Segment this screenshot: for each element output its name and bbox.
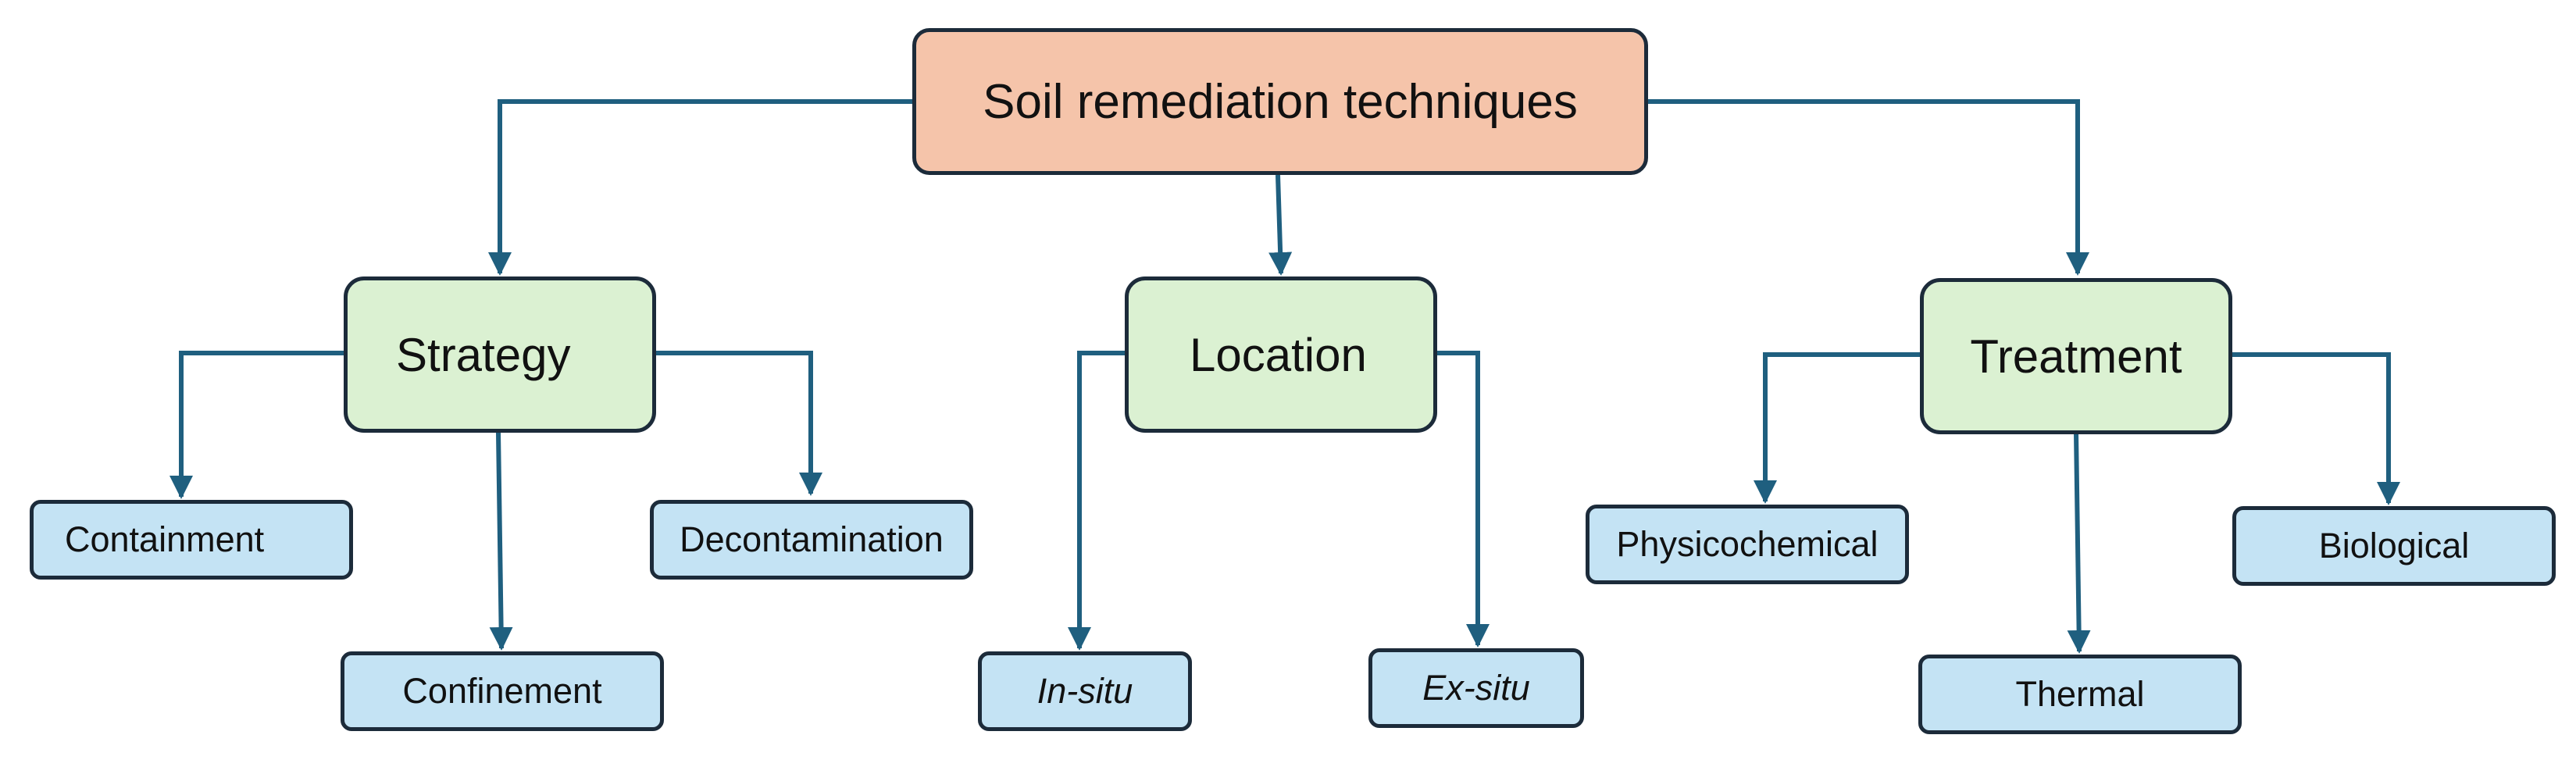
leaf-label-thermal: Thermal: [2015, 674, 2145, 714]
leaf-label-physicochemical: Physicochemical: [1616, 524, 1878, 564]
category-node-location: Location: [1125, 276, 1437, 433]
leaf-label-confinement: Confinement: [402, 671, 602, 711]
connector-root-strategy: [488, 99, 912, 276]
leaf-node-confinement: Confinement: [341, 651, 664, 731]
connector-location-insitu: [1068, 351, 1125, 651]
root-node-label: Soil remediation techniques: [983, 74, 1578, 129]
leaf-node-physicochemical: Physicochemical: [1586, 505, 1909, 584]
connector-strategy-confinement: [489, 432, 513, 651]
root-node: Soil remediation techniques: [912, 28, 1648, 175]
connector-root-treatment: [1648, 99, 2089, 276]
category-label-location: Location: [1190, 328, 1367, 381]
leaf-label-containment: Containment: [65, 519, 265, 559]
connector-treatment-thermal: [2067, 432, 2091, 654]
leaf-node-thermal: Thermal: [1918, 655, 2242, 734]
leaf-node-biological: Biological: [2232, 506, 2556, 586]
leaf-label-exsitu: Ex-situ: [1422, 668, 1530, 708]
leaf-label-biological: Biological: [2318, 526, 2470, 565]
leaf-node-decontamination: Decontamination: [650, 500, 973, 580]
leaf-node-insitu: In-situ: [978, 651, 1192, 731]
connector-strategy-containment: [169, 351, 344, 499]
leaf-node-containment: Containment: [30, 500, 353, 580]
leaf-label-insitu: In-situ: [1036, 671, 1133, 711]
connector-treatment-physicochemical: [1754, 352, 1920, 504]
leaf-label-decontamination: Decontamination: [680, 519, 944, 559]
connector-root-location: [1268, 174, 1293, 276]
category-label-strategy: Strategy: [396, 328, 571, 381]
connector-strategy-decontamination: [656, 351, 822, 496]
category-label-treatment: Treatment: [1970, 330, 2182, 383]
connector-treatment-biological: [2232, 352, 2400, 505]
category-node-treatment: Treatment: [1920, 278, 2232, 434]
connector-location-exsitu: [1437, 351, 1490, 647]
leaf-node-exsitu: Ex-situ: [1368, 648, 1584, 728]
category-node-strategy: Strategy: [344, 276, 656, 433]
